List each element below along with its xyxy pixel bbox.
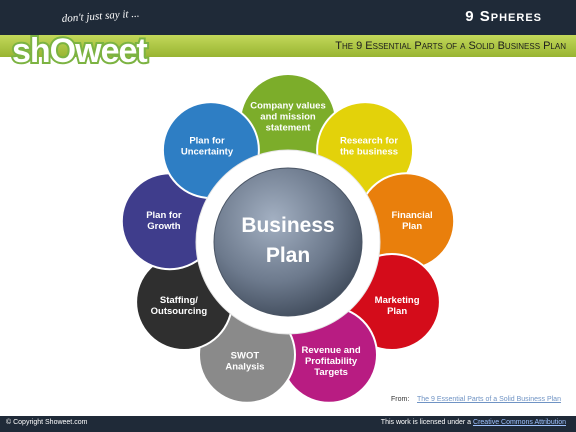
slide-title: 9 Spheres xyxy=(465,8,542,25)
license-link[interactable]: Creative Commons Attribution xyxy=(473,419,566,426)
source-label: From: xyxy=(391,396,410,403)
center-sphere xyxy=(213,167,363,317)
footer-bar xyxy=(0,416,576,432)
sphere-label: Plan for xyxy=(189,136,225,147)
sphere-label: Staffing/ xyxy=(160,295,198,306)
license-text: This work is licensed under a Creative C… xyxy=(381,419,566,426)
sphere-label: Analysis xyxy=(225,361,264,372)
sphere-label: Plan xyxy=(387,306,407,317)
center-label-line1: Business xyxy=(241,214,334,237)
sphere-label: Growth xyxy=(147,221,180,232)
sphere-label: the business xyxy=(340,147,398,158)
sphere-label: Company values xyxy=(250,101,326,112)
top-bar xyxy=(0,0,576,35)
sphere-label: statement xyxy=(266,123,312,134)
sphere-label: Plan xyxy=(402,221,422,232)
copyright-text: © Copyright Showeet.com xyxy=(6,419,88,426)
sphere-label: Revenue and xyxy=(302,345,361,356)
sphere-label: Outsourcing xyxy=(151,306,208,317)
sphere-label: Research for xyxy=(340,136,398,147)
sphere-label: Marketing xyxy=(375,295,420,306)
sphere-label: Uncertainty xyxy=(181,147,234,158)
logo-tagline: don't just say it ... xyxy=(61,8,139,25)
source-link[interactable]: The 9 Essential Parts of a Solid Busines… xyxy=(417,396,561,403)
sphere-label: Profitability xyxy=(305,356,358,367)
slide-subtitle: The 9 Essential Parts of a Solid Busines… xyxy=(335,40,566,52)
sphere-label: Financial xyxy=(392,210,433,221)
license-prefix: This work is licensed under a xyxy=(380,419,474,426)
center-label-line2: Plan xyxy=(266,244,310,267)
logo-wordmark: shOweet xyxy=(12,32,147,70)
sphere-label: SWOT xyxy=(231,350,260,361)
showeet-logo[interactable]: don't just say it ... shOweet xyxy=(0,0,180,78)
sphere-label: Targets xyxy=(314,367,348,378)
sphere-label: and mission xyxy=(260,112,316,123)
subtitle-bar xyxy=(0,35,576,57)
sphere-label: Plan for xyxy=(146,210,182,221)
